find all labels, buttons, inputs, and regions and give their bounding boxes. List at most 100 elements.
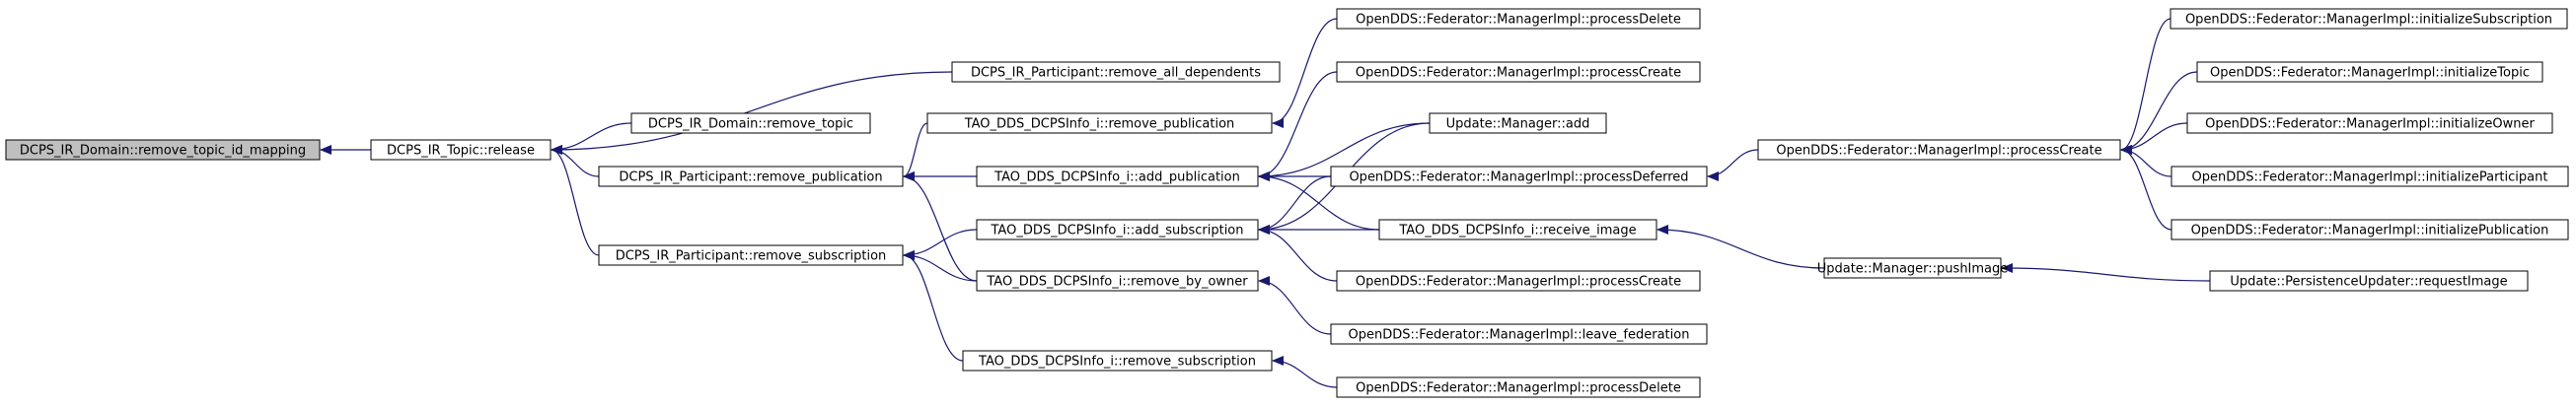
- edge-fed-initPublication-to-fed-processCreate-3: [2120, 145, 2172, 231]
- node-label: TAO_DDS_DCPSInfo_i::add_publication: [994, 170, 1240, 185]
- node-box: [1336, 270, 1701, 292]
- node-label: DCPS_IR_Participant::remove_publication: [619, 170, 882, 185]
- edge-part-remove-all-deps-to-topic-release: [551, 71, 953, 155]
- graph-node-fed-initSubscription[interactable]: OpenDDS::Federator::ManagerImpl::initial…: [2170, 8, 2568, 30]
- node-label: OpenDDS::Federator::ManagerImpl::process…: [1356, 381, 1681, 396]
- node-label: OpenDDS::Federator::ManagerImpl::process…: [1349, 170, 1688, 185]
- node-label: Update::Manager::pushImage: [1817, 262, 2009, 277]
- graph-node-update-pushImage[interactable]: Update::Manager::pushImage: [1817, 257, 2009, 279]
- node-label: OpenDDS::Federator::ManagerImpl::initial…: [2210, 66, 2530, 81]
- node-box: [1336, 376, 1701, 398]
- graph-node-info-add-pub[interactable]: TAO_DDS_DCPSInfo_i::add_publication: [976, 166, 1259, 187]
- node-box: [370, 139, 552, 161]
- node-box: [1336, 61, 1701, 83]
- node-box: [1823, 257, 2002, 279]
- graph-node-info-add-sub[interactable]: TAO_DDS_DCPSInfo_i::add_subscription: [976, 219, 1259, 240]
- graph-node-info-receive-image[interactable]: TAO_DDS_DCPSInfo_i::receive_image: [1378, 219, 1657, 240]
- edge-fed-initTopic-to-fed-processCreate-3: [2120, 71, 2198, 155]
- edge-info-add-sub-to-part-remove-sub: [903, 229, 978, 260]
- graph-node-info-remove-by-owner[interactable]: TAO_DDS_DCPSInfo_i::remove_by_owner: [976, 270, 1259, 292]
- graph-node-info-remove-pub[interactable]: TAO_DDS_DCPSInfo_i::remove_publication: [926, 112, 1273, 134]
- node-box: [2171, 219, 2569, 240]
- graph-node-part-remove-pub[interactable]: DCPS_IR_Participant::remove_publication: [598, 166, 904, 187]
- graph-node-fed-processDeferred[interactable]: OpenDDS::Federator::ManagerImpl::process…: [1330, 166, 1708, 187]
- node-label: OpenDDS::Federator::ManagerImpl::process…: [1356, 66, 1681, 81]
- node-label: OpenDDS::Federator::ManagerImpl::process…: [1356, 13, 1681, 28]
- node-label: OpenDDS::Federator::ManagerImpl::leave_f…: [1349, 328, 1690, 343]
- node-box: [1330, 166, 1708, 187]
- graph-node-fed-initOwner[interactable]: OpenDDS::Federator::ManagerImpl::initial…: [2186, 112, 2553, 134]
- node-box: [2196, 61, 2543, 83]
- graph-node-fed-initPublication[interactable]: OpenDDS::Federator::ManagerImpl::initial…: [2171, 219, 2569, 240]
- graph-node-fed-initParticipant[interactable]: OpenDDS::Federator::ManagerImpl::initial…: [2171, 166, 2569, 187]
- graph-node-root: DCPS_IR_Domain::remove_topic_id_mapping: [5, 139, 321, 161]
- edge-fed-processCreate-2-to-info-add-sub: [1258, 225, 1338, 282]
- node-label: DCPS_IR_Domain::remove_topic: [648, 117, 853, 132]
- graph-node-fed-processDelete-1[interactable]: OpenDDS::Federator::ManagerImpl::process…: [1336, 8, 1701, 30]
- graph-node-part-remove-sub[interactable]: DCPS_IR_Participant::remove_subscription: [598, 244, 904, 266]
- node-box: [976, 270, 1259, 292]
- node-label: OpenDDS::Federator::ManagerImpl::initial…: [2192, 170, 2548, 185]
- node-label: TAO_DDS_DCPSInfo_i::remove_subscription: [978, 355, 1256, 370]
- node-label: TAO_DDS_DCPSInfo_i::add_subscription: [990, 224, 1243, 238]
- node-box: [1330, 323, 1708, 345]
- edge-fed-leave-federation-to-info-remove-by-owner: [1258, 276, 1332, 335]
- node-label: TAO_DDS_DCPSInfo_i::remove_by_owner: [986, 275, 1248, 290]
- edge-fed-processCreate-3-to-fed-processDeferred: [1707, 149, 1759, 181]
- graph-node-update-manager-add[interactable]: Update::Manager::add: [1429, 112, 1607, 134]
- graph-node-domain-remove-topic[interactable]: DCPS_IR_Domain::remove_topic: [630, 112, 871, 134]
- node-label: DCPS_IR_Domain::remove_topic_id_mapping: [20, 144, 306, 159]
- node-box: [598, 166, 904, 187]
- node-label: DCPS_IR_Participant::remove_subscription: [616, 249, 887, 264]
- node-box: [1429, 112, 1607, 134]
- node-box: [926, 112, 1273, 134]
- graph-node-persist-requestImage[interactable]: Update::PersistenceUpdater::requestImage: [2209, 270, 2529, 292]
- node-box: [1378, 219, 1657, 240]
- graph-node-fed-leave-federation[interactable]: OpenDDS::Federator::ManagerImpl::leave_f…: [1330, 323, 1708, 345]
- node-label: DCPS_IR_Topic::release: [387, 144, 535, 159]
- graph-node-fed-initTopic[interactable]: OpenDDS::Federator::ManagerImpl::initial…: [2196, 61, 2543, 83]
- node-box: [2209, 270, 2529, 292]
- node-label: OpenDDS::Federator::ManagerImpl::process…: [1356, 275, 1681, 290]
- node-label: OpenDDS::Federator::ManagerImpl::initial…: [2205, 117, 2535, 132]
- node-box: [976, 166, 1259, 187]
- node-box: [5, 139, 321, 161]
- edge-fed-initSubscription-to-fed-processCreate-3: [2120, 18, 2171, 155]
- node-label: OpenDDS::Federator::ManagerImpl::initial…: [2191, 224, 2549, 238]
- node-box: [2170, 8, 2568, 30]
- graph-node-fed-processCreate-3[interactable]: OpenDDS::Federator::ManagerImpl::process…: [1757, 139, 2121, 161]
- node-label: OpenDDS::Federator::ManagerImpl::initial…: [2185, 13, 2552, 28]
- graph-node-part-remove-all-deps[interactable]: DCPS_IR_Participant::remove_all_dependen…: [951, 61, 1281, 83]
- edge-part-remove-sub-to-topic-release: [551, 145, 600, 256]
- edge-fed-processDelete-2-to-info-remove-sub: [1272, 356, 1338, 388]
- edge-fed-initOwner-to-fed-processCreate-3: [2120, 122, 2188, 155]
- node-box: [1757, 139, 2121, 161]
- node-label: OpenDDS::Federator::ManagerImpl::process…: [1776, 144, 2101, 159]
- edge-layer: [320, 18, 2211, 388]
- node-box: [976, 219, 1259, 240]
- edge-info-remove-pub-to-part-remove-pub: [903, 122, 928, 181]
- node-box: [630, 112, 871, 134]
- edge-info-remove-sub-to-part-remove-sub: [903, 250, 964, 362]
- graph-node-info-remove-sub[interactable]: TAO_DDS_DCPSInfo_i::remove_subscription: [962, 350, 1273, 372]
- graph-node-fed-processCreate-1[interactable]: OpenDDS::Federator::ManagerImpl::process…: [1336, 61, 1701, 83]
- edge-info-remove-by-owner-to-part-remove-pub: [903, 171, 978, 282]
- graph-node-topic-release[interactable]: DCPS_IR_Topic::release: [370, 139, 552, 161]
- edge-update-pushImage-to-info-receive-image: [1656, 225, 1825, 269]
- node-box: [951, 61, 1281, 83]
- graph-node-fed-processDelete-2[interactable]: OpenDDS::Federator::ManagerImpl::process…: [1336, 376, 1701, 398]
- graph-node-fed-processCreate-2[interactable]: OpenDDS::Federator::ManagerImpl::process…: [1336, 270, 1701, 292]
- edge-fed-processCreate-1-to-info-add-pub: [1258, 71, 1338, 181]
- node-label: DCPS_IR_Participant::remove_all_dependen…: [971, 66, 1261, 81]
- edge-fed-processDeferred-to-info-add-sub: [1258, 175, 1332, 235]
- node-box: [962, 350, 1273, 372]
- node-box: [2171, 166, 2569, 187]
- node-box: [1336, 8, 1701, 30]
- node-label: Update::PersistenceUpdater::requestImage: [2230, 275, 2507, 290]
- node-label: TAO_DDS_DCPSInfo_i::receive_image: [1398, 224, 1636, 238]
- node-label: Update::Manager::add: [1446, 117, 1590, 132]
- node-label: TAO_DDS_DCPSInfo_i::remove_publication: [964, 117, 1235, 132]
- edge-update-manager-add-to-info-add-pub: [1258, 122, 1431, 181]
